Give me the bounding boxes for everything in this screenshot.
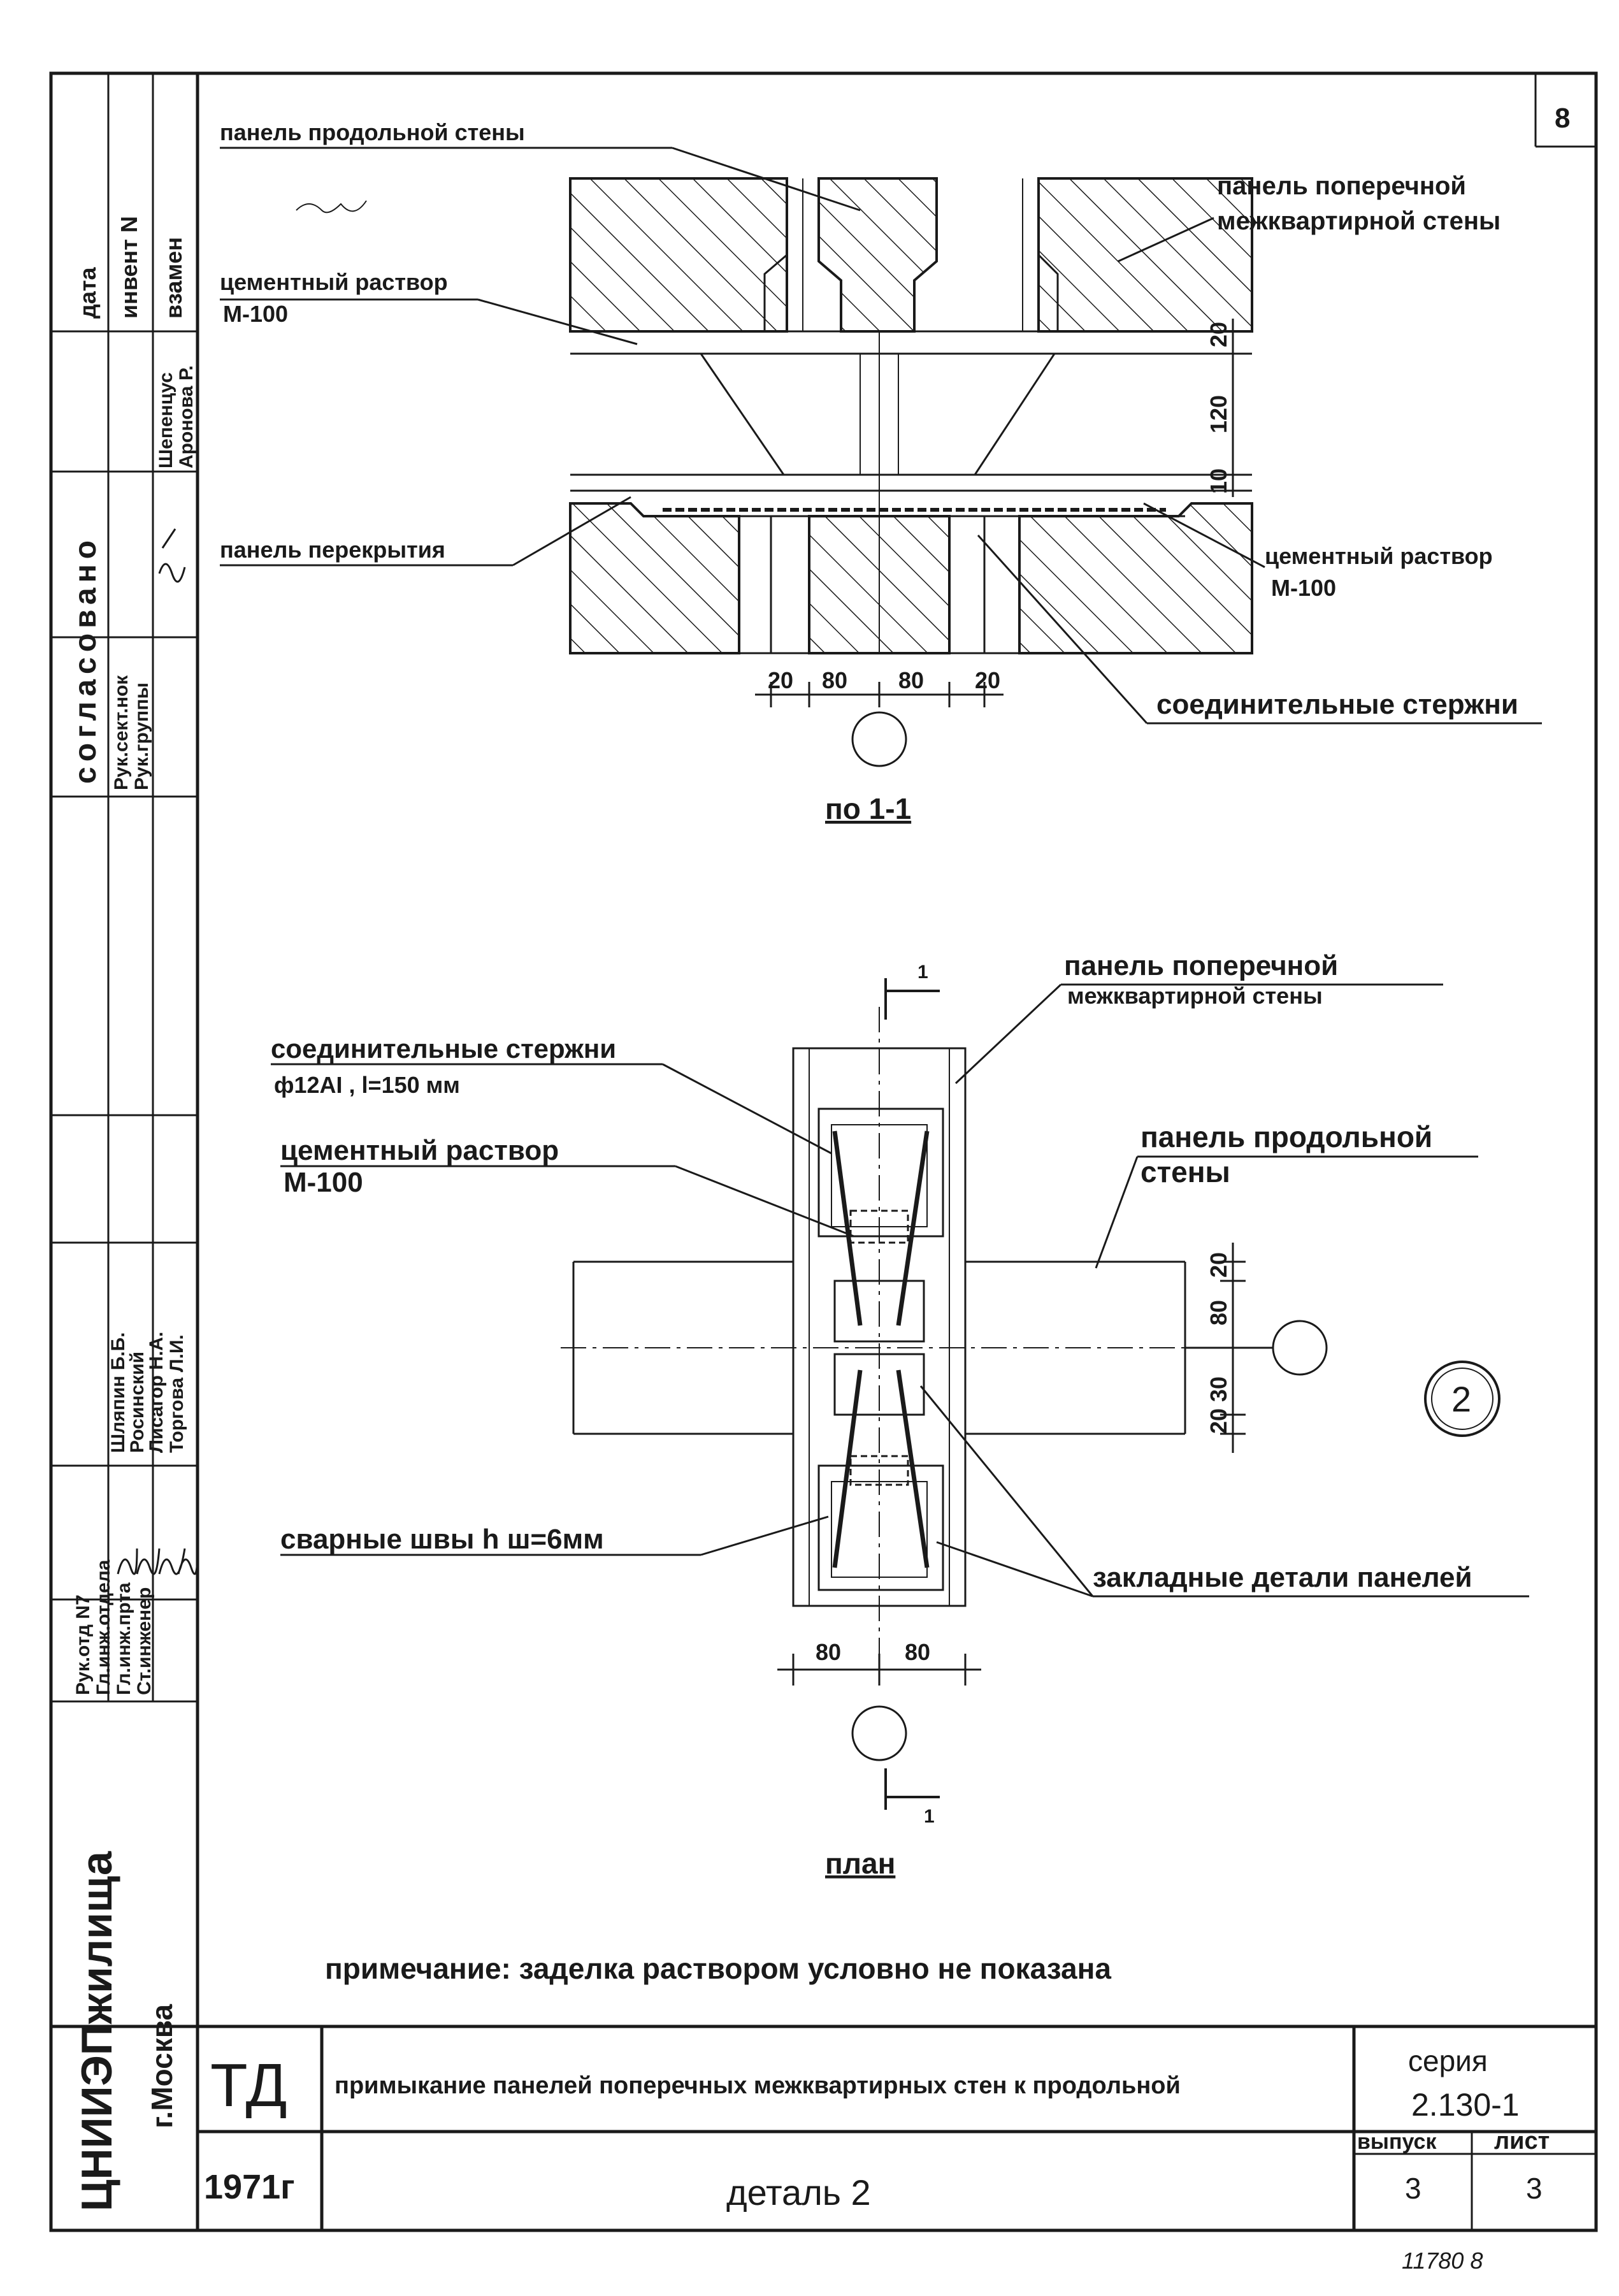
plan-label-longitudinal-1: панель продольной (1140, 1120, 1432, 1153)
plan-label-cement-mortar: цементный раствор (280, 1135, 559, 1166)
side-name-1: Шляпин Б.Б. (108, 1332, 129, 1453)
side-role-2: Гл.инж.отдела (93, 1559, 114, 1695)
title-series-value: 2.130-1 (1411, 2087, 1520, 2123)
section-label-cement-mortar: цементный раствор (220, 269, 448, 295)
title-sheet-label: лист (1494, 2128, 1550, 2155)
title-detail: деталь 2 (726, 2172, 871, 2213)
side-block (51, 73, 198, 2028)
title-issue-label: выпуск (1357, 2130, 1437, 2154)
section-label-mortar-grade-right: М-100 (1271, 575, 1336, 601)
plan-dim-v-2: 80 (1205, 1300, 1232, 1325)
sheet-number: 8 (1555, 103, 1570, 134)
signature-marks (117, 200, 367, 1575)
plan-label-connecting-rods: соединительные стержни (271, 1034, 616, 1064)
sheet-frame (49, 71, 1598, 2232)
section-dim-h-3: 80 (898, 667, 924, 693)
section-dim-v-1: 20 (1205, 322, 1232, 347)
section-label-connecting-rods: соединительные стержни (1156, 689, 1518, 720)
drawing-note: примечание: заделка раствором условно не… (325, 1952, 1111, 1985)
section-dim-h-1: 20 (768, 667, 793, 693)
side-inventory: инвент N (116, 216, 142, 319)
section-vertical-dims (1220, 319, 1246, 497)
plan-dim-v-4: 20 (1205, 1408, 1232, 1434)
side-role-4: Ст.инженер (134, 1587, 155, 1695)
section-leaders (220, 147, 1542, 725)
side-role-top-1: Рук.сект.нок (111, 675, 132, 790)
side-replace: взамен (161, 237, 187, 319)
side-organization: ЦНИИЭПжилища (73, 1851, 121, 2211)
title-issue-value: 3 (1405, 2172, 1421, 2205)
side-approved: согласовано (69, 535, 103, 784)
detail-marker-number: 2 (1451, 1379, 1471, 1419)
title-series-label: серия (1408, 2044, 1488, 2077)
plan-label-longitudinal-2: стены (1140, 1155, 1230, 1188)
plan-leaders (271, 983, 1529, 1598)
section-dim-h-4: 20 (975, 667, 1000, 693)
plan-label-mortar-grade: М-100 (284, 1167, 363, 1198)
title-description: примыкание панелей поперечных межквартир… (335, 2072, 1181, 2099)
side-name-top-1: Шепенцус (155, 372, 176, 468)
plan-drawing (561, 1007, 1211, 1657)
plan-cut-number-bottom: 1 (924, 1806, 935, 1827)
side-city: г.Москва (145, 2004, 178, 2128)
section-dim-v-3: 10 (1205, 468, 1232, 494)
section-label-cement-mortar-right: цементный раствор (1265, 543, 1493, 569)
title-sheet-value: 3 (1526, 2172, 1543, 2205)
plan-label-embedded-parts: закладные детали панелей (1093, 1562, 1472, 1593)
plan-cut-marks (884, 978, 940, 1810)
section-title: по 1-1 (825, 792, 911, 825)
section-label-longitudinal-wall: панель продольной стены (220, 119, 525, 145)
side-name-2: Росинский (127, 1352, 148, 1453)
plan-horizontal-dims (777, 1654, 981, 1761)
plan-label-cross-wall-2: межквартирной стены (1067, 983, 1323, 1009)
side-name-3: Лисагор Н.А. (146, 1332, 167, 1453)
side-role-top-2: Рук.группы (131, 682, 152, 790)
title-code: ТД (210, 2051, 287, 2119)
plan-dim-v-1: 20 (1205, 1252, 1232, 1278)
section-drawing (569, 177, 1253, 654)
detail-marker-circle (1424, 1361, 1500, 1437)
plan-cut-number-top: 1 (917, 962, 928, 983)
section-dim-h-2: 80 (822, 667, 847, 693)
side-name-top-2: Аронова Р. (176, 365, 197, 468)
plan-title: план (825, 1847, 895, 1880)
title-block (198, 2025, 1596, 2230)
plan-dim-v-3: 30 (1205, 1376, 1232, 1402)
footer-mark: 11780 8 (1402, 2248, 1483, 2274)
side-role-3: Гл.инж.прта (113, 1582, 134, 1695)
plan-dim-h-2: 80 (905, 1639, 930, 1665)
plan-dim-h-1: 80 (816, 1639, 841, 1665)
section-horizontal-dims (755, 682, 1004, 767)
side-name-4: Торгова Л.И. (166, 1334, 187, 1453)
section-label-cross-wall-1: панель поперечной (1217, 172, 1466, 200)
section-dim-v-2: 120 (1205, 395, 1232, 433)
section-label-mortar-grade: М-100 (223, 301, 288, 327)
plan-label-welds: сварные швы h ш=6мм (280, 1524, 604, 1555)
side-date: дата (75, 266, 101, 319)
section-label-floor-panel: панель перекрытия (220, 537, 445, 563)
section-label-cross-wall-2: межквартирной стены (1217, 207, 1500, 235)
plan-label-rods-spec: ф12АI , l=150 мм (274, 1072, 460, 1098)
title-year: 1971г (204, 2168, 295, 2206)
plan-vertical-dims (1185, 1243, 1328, 1453)
side-role-1: Рук.отд N7 (73, 1594, 94, 1695)
plan-label-cross-wall-1: панель поперечной (1064, 950, 1338, 981)
